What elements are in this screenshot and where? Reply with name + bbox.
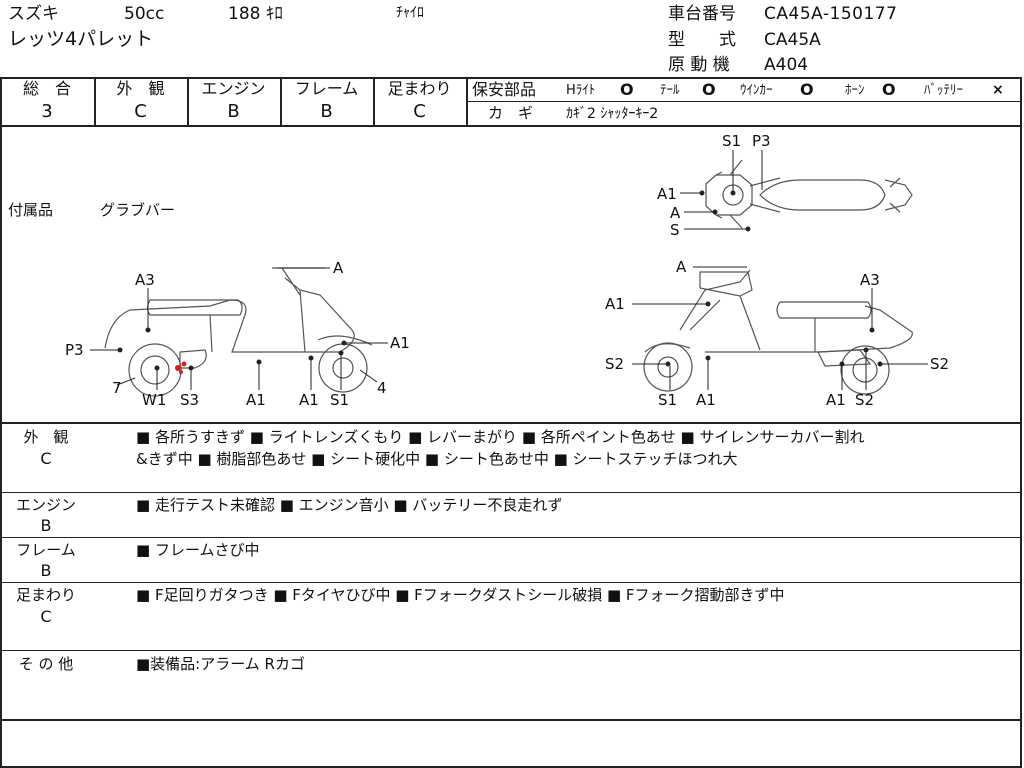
comment-suspension-grade: C: [40, 607, 52, 626]
scooter-diagram: S1 P3 A1 A S A3 A P3 7 W1 S3 A1 A1 S1 A1…: [65, 132, 949, 409]
frame-grade-label: フレーム: [294, 79, 359, 98]
diagram-label-right-s2-b: S2: [855, 391, 874, 409]
diagram-label-left-s1: S1: [330, 391, 349, 409]
comment-frame-grade: B: [40, 561, 52, 580]
comment-exterior-line-2: &きず中 ■ 樹脂部色あせ ■ シート硬化中 ■ シート色あせ中 ■ シートステ…: [136, 450, 738, 468]
diagram-label-right-a3: A3: [860, 271, 880, 289]
top-view-drawing: [705, 159, 913, 229]
diagram-label-left-s3: S3: [180, 391, 199, 409]
diagram-label-left-4: 4: [377, 379, 387, 397]
type-value: CA45A: [764, 30, 821, 50]
diagram-label-right-a1-a: A1: [605, 295, 625, 313]
type-label: 型 式: [668, 30, 736, 50]
engine-grade: B: [227, 101, 240, 122]
diagram-label-left-a1-b: A1: [299, 391, 319, 409]
diagram-label-right-a1-b: A1: [696, 391, 716, 409]
safety-label: 保安部品: [472, 80, 537, 99]
comment-frame-label: フレーム: [16, 541, 76, 559]
mileage: 188 ｷﾛ: [228, 4, 283, 24]
diagram-label-right-s2-a: S2: [605, 355, 624, 373]
comment-suspension-label: 足まわり: [15, 586, 76, 604]
diagram-label-top-s: S: [670, 221, 680, 239]
safety-mark-battery: ×: [992, 82, 1004, 98]
maker: スズキ: [8, 4, 59, 24]
overall-label: 総 合: [22, 79, 71, 98]
accessories-value: グラブバー: [100, 201, 176, 219]
keys-label: カ ギ: [488, 104, 534, 122]
diagram-label-top-s1: S1: [722, 132, 741, 150]
safety-mark-horn: O: [882, 80, 896, 99]
suspension-grade-label: 足まわり: [387, 79, 452, 98]
comment-exterior-label: 外 観: [23, 428, 69, 446]
safety-mark-tail: O: [702, 80, 716, 99]
diagram-label-left-w1: W1: [142, 391, 166, 409]
comment-exterior-grade: C: [40, 449, 52, 468]
model-name: レッツ4パレット: [8, 28, 154, 50]
safety-item-horn: ﾎｰﾝ: [845, 83, 865, 98]
diagram-label-right-s1: S1: [658, 391, 677, 409]
safety-item-battery: ﾊﾞｯﾃﾘｰ: [924, 83, 963, 98]
diagram-label-right-a1-c: A1: [826, 391, 846, 409]
damage-mark: [175, 361, 187, 374]
diagram-label-left-7: 7: [112, 379, 122, 397]
comment-engine-line-1: ■ 走行テスト未確認 ■ エンジン音小 ■ バッテリー不良走れず: [136, 496, 563, 514]
accessories-label: 付属品: [8, 201, 54, 219]
comment-other-label: そ の 他: [18, 655, 74, 673]
diagram-label-left-a3: A3: [135, 271, 155, 289]
safety-item-tail: ﾃｰﾙ: [660, 83, 680, 98]
diagram-label-left-a1-c: A1: [390, 334, 410, 352]
comment-exterior-line-1: ■ 各所うすきず ■ ライトレンズくもり ■ レバーまがり ■ 各所ペイント色あ…: [136, 428, 865, 446]
suspension-grade: C: [413, 101, 426, 122]
comment-engine-grade: B: [40, 516, 52, 535]
engine-grade-label: エンジン: [201, 79, 266, 98]
right-side-drawing: [643, 269, 913, 395]
keys-value: ｶｷﾞ2 ｼｬｯﾀｰｷｰ2: [566, 106, 659, 122]
comment-suspension-line-1: ■ F足回りガタつき ■ Fタイヤひび中 ■ Fフォークダストシール破損 ■ F…: [136, 586, 785, 604]
diagram-label-left-a1-a: A1: [246, 391, 266, 409]
exterior-label: 外 観: [116, 79, 165, 98]
diagram-label-top-a: A: [670, 204, 681, 222]
safety-mark-headlight: O: [620, 80, 634, 99]
displacement: 50cc: [124, 4, 165, 24]
diagram-label-left-a: A: [333, 259, 344, 277]
diagram-label-right-a: A: [676, 258, 687, 276]
engine-value: A404: [764, 55, 809, 75]
engine-label: 原 動 機: [668, 55, 730, 75]
frame-no-label: 車台番号: [668, 4, 736, 24]
frame-no: CA45A-150177: [764, 4, 898, 24]
color: ﾁｬｲﾛ: [396, 5, 424, 21]
exterior-grade: C: [134, 101, 147, 122]
overall-grade: 3: [41, 101, 53, 122]
diagram-label-top-a1: A1: [657, 185, 677, 203]
diagram-label-left-p3: P3: [65, 341, 84, 359]
safety-item-headlight: Hﾗｲﾄ: [566, 83, 596, 98]
comment-frame-line-1: ■ フレームさび中: [136, 541, 260, 559]
diagram-label-top-p3: P3: [752, 132, 771, 150]
comment-other-line-1: ■装備品:アラーム Rカゴ: [136, 655, 305, 673]
comment-engine-label: エンジン: [15, 496, 76, 514]
frame-grade: B: [320, 101, 333, 122]
safety-item-winker: ｳｲﾝｶｰ: [740, 83, 773, 98]
safety-mark-winker: O: [800, 80, 814, 99]
diagram-label-right-s2-c: S2: [930, 355, 949, 373]
